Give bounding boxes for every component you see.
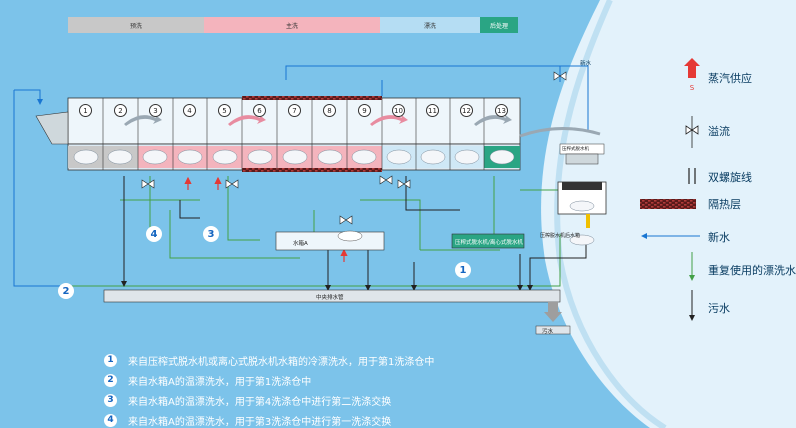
legend-symbols: S <box>640 58 700 321</box>
overflow-valve-icon <box>685 116 699 148</box>
twin-screw-icon <box>688 168 696 184</box>
legend-sewage: 污水 <box>636 294 796 324</box>
phase-finishing: 后处理 <box>480 17 518 33</box>
legend-sewage-text: 污水 <box>708 302 730 315</box>
legend-steam-text: 蒸汽供应 <box>708 72 752 85</box>
phase-rinse: 漂洗 <box>380 17 480 33</box>
note-3: 3 来自水箱A的温漂洗水，用于第4洗涤仓中进行第二洗涤交换 <box>104 391 391 409</box>
insulation-icon <box>640 199 696 209</box>
callout-2: 2 <box>58 283 74 299</box>
note-4-text: 来自水箱A的温漂洗水，用于第3洗涤仓中进行第一洗涤交换 <box>128 416 392 428</box>
sewage-outlet-label: 污水 <box>542 329 554 335</box>
central-drain-pipe <box>103 289 561 303</box>
loading-chute <box>35 111 69 145</box>
legend-reused-water-text: 重复使用的漂洗水 <box>708 264 796 277</box>
note-2-text: 来自水箱A的温漂洗水，用于第1洗涤仓中 <box>128 376 312 388</box>
legend-twin-screw: 双螺旋线 <box>636 163 796 193</box>
callout-4: 4 <box>146 226 162 242</box>
phase-prewash: 预洗 <box>68 17 204 33</box>
legend-fresh-water-text: 新水 <box>708 231 730 244</box>
chamber-7: 7 <box>288 104 301 117</box>
phase-mainwash: 主洗 <box>204 17 380 33</box>
chamber-5: 5 <box>218 104 231 117</box>
background-wave <box>541 0 796 428</box>
callout-1: 1 <box>455 262 471 278</box>
note-3-number: 3 <box>104 393 117 407</box>
chamber-12: 12 <box>460 104 473 117</box>
chamber-6: 6 <box>253 104 266 117</box>
note-1: 1 来自压榨式脱水机或离心式脱水机水箱的冷漂洗水，用于第1洗涤仓中 <box>104 351 434 369</box>
legend-fresh-water: 新水 <box>636 223 796 253</box>
legend-insulation: 隔热层 <box>636 190 796 220</box>
note-1-text: 来自压榨式脱水机或离心式脱水机水箱的冷漂洗水，用于第1洗涤仓中 <box>128 356 435 368</box>
chamber-1: 1 <box>79 104 92 117</box>
tank-a-label: 水箱A <box>293 241 308 247</box>
note-3-text: 来自水箱A的温漂洗水，用于第4洗涤仓中进行第二洗涤交换 <box>128 396 392 408</box>
legend-overflow: 溢流 <box>636 117 796 147</box>
note-4-number: 4 <box>104 413 117 427</box>
note-4: 4 来自水箱A的温漂洗水，用于第3洗涤仓中进行第一洗涤交换 <box>104 411 391 428</box>
chamber-11: 11 <box>426 104 439 117</box>
chamber-8: 8 <box>323 104 336 117</box>
steam-arrow-icon <box>684 58 700 78</box>
svg-text:S: S <box>690 84 695 92</box>
press-top-text: 压榨式脱水机 <box>562 147 589 152</box>
legend-reused-water: 重复使用的漂洗水 <box>636 256 796 286</box>
central-drain-label: 中央排水管 <box>316 295 344 301</box>
sewage-outlet <box>535 325 571 335</box>
press-unit-label: 压榨式脱水机/离心式脱水机 <box>455 240 523 246</box>
callout-3: 3 <box>203 226 219 242</box>
chamber-4: 4 <box>183 104 196 117</box>
tank-note-label: 压榨脱水机后水箱 <box>540 233 581 239</box>
legend-insulation-text: 隔热层 <box>708 198 741 211</box>
note-1-number: 1 <box>104 353 117 367</box>
press-unit-box <box>451 233 525 249</box>
chamber-2: 2 <box>114 104 127 117</box>
note-2-number: 2 <box>104 373 117 387</box>
legend-steam: 蒸汽供应 <box>636 64 796 94</box>
legend-twin-screw-text: 双螺旋线 <box>708 171 752 184</box>
chamber-3: 3 <box>149 104 162 117</box>
note-2: 2 来自水箱A的温漂洗水，用于第1洗涤仓中 <box>104 371 311 389</box>
chamber-13: 13 <box>495 104 508 117</box>
chamber-9: 9 <box>358 104 371 117</box>
chamber-10: 10 <box>392 104 405 117</box>
legend-overflow-text: 溢流 <box>708 125 730 138</box>
new-water-label: 新水 <box>580 61 592 67</box>
